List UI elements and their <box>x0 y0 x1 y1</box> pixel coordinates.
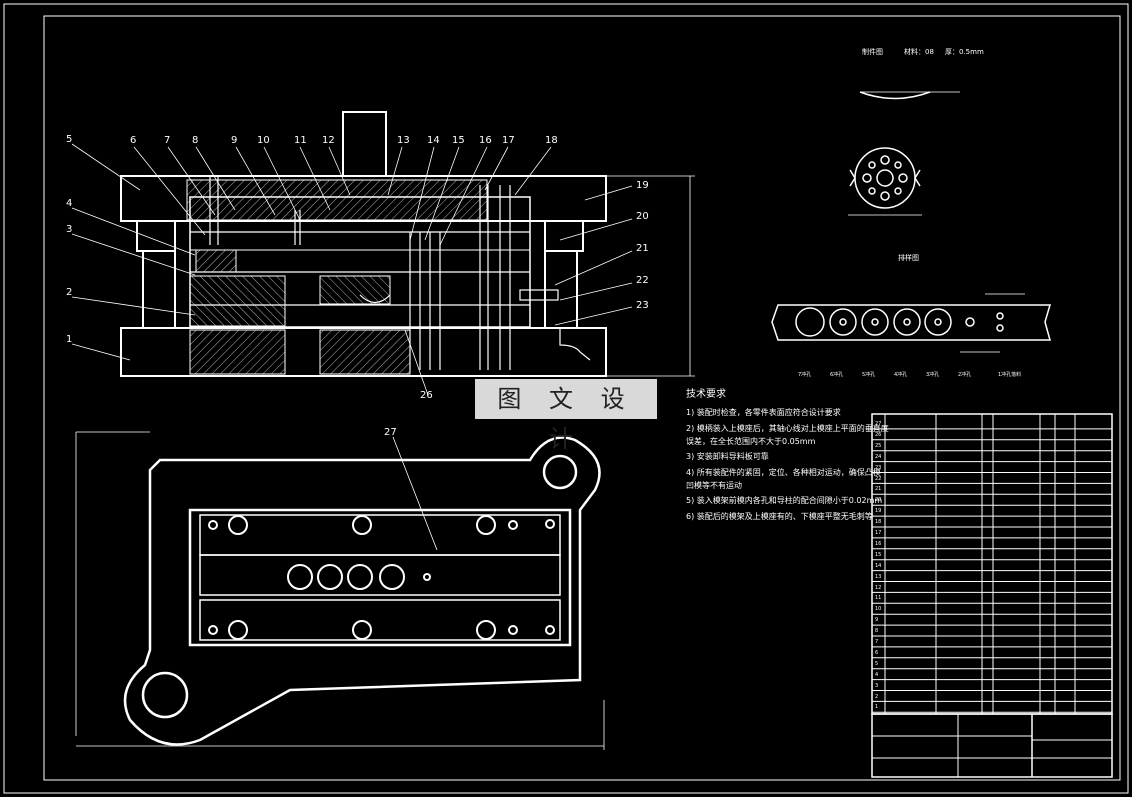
strip-station: 1冲孔落料 <box>998 372 1022 378</box>
callout-11: 11 <box>294 135 307 146</box>
bom-row-number: 21 <box>875 486 882 493</box>
bom-row-number: 3 <box>875 682 879 689</box>
strip-station: 2冲孔 <box>958 372 972 378</box>
bom-row-number: 2 <box>875 693 879 700</box>
bom-row-number: 23 <box>875 464 882 471</box>
bom-row-number: 8 <box>875 628 879 635</box>
bom-row-number: 26 <box>875 431 882 438</box>
strip-layout <box>771 293 1052 353</box>
bom-row-number: 19 <box>875 508 882 515</box>
callout-17: 17 <box>502 135 515 146</box>
bom-row-number: 7 <box>875 639 879 645</box>
bom-row-number: 22 <box>875 475 882 482</box>
callout-27: 27 <box>384 427 397 438</box>
callout-19: 19 <box>636 180 649 191</box>
callout-22: 22 <box>636 275 649 286</box>
bom-row-number: 9 <box>875 617 879 624</box>
bom-row-number: 20 <box>875 497 882 504</box>
bom-row-number: 13 <box>875 573 882 580</box>
callout-20: 20 <box>636 211 649 222</box>
height-dimension <box>606 175 695 377</box>
callout-15: 15 <box>452 135 465 146</box>
part-drawing <box>848 91 960 216</box>
callout-5: 5 <box>66 134 73 145</box>
tech-item: 4) 所有装配件的紧固，定位、各种相对运动，确保凸模 <box>686 468 881 477</box>
callout-4: 4 <box>66 198 73 209</box>
bom-row-number: 16 <box>875 540 882 547</box>
part-thickness: 厚：0.5mm <box>945 48 984 56</box>
callout-23: 23 <box>636 300 649 311</box>
bom-row-number: 18 <box>875 519 882 526</box>
drawing-frame <box>3 3 1129 794</box>
tech-item: 2) 模柄装入上模座后，其轴心线对上模座上平面的垂直度 <box>686 424 889 433</box>
strip-station: 4冲孔 <box>894 372 908 378</box>
leader-lines <box>71 143 633 551</box>
plan-dimensions <box>75 431 605 750</box>
callout-8: 8 <box>192 135 199 146</box>
bom-row-number: 6 <box>875 649 879 656</box>
callout-7: 7 <box>164 135 171 146</box>
plan-holes <box>208 515 555 640</box>
callout-3: 3 <box>66 224 73 235</box>
tech-item: 5) 装入模架前模内各孔和导柱的配合间隙小于0.02mm <box>686 496 883 505</box>
strip-station: 5冲孔 <box>862 372 876 378</box>
bom-row-number: 14 <box>875 562 882 569</box>
callout-26: 26 <box>420 390 433 401</box>
bom-row-number: 15 <box>875 551 882 558</box>
bom-row-number: 12 <box>875 584 882 591</box>
callout-9: 9 <box>231 135 238 146</box>
callout-10: 10 <box>257 135 270 146</box>
callout-2: 2 <box>66 287 73 298</box>
part-material: 材料：08 <box>904 48 934 56</box>
strip-station: 6冲孔 <box>830 372 844 378</box>
tech-requirements-title: 技术要求 <box>686 389 726 400</box>
tech-item: 误差，在全长范围内不大于0.05mm <box>686 437 816 446</box>
part-drawing-title: 制件图 <box>862 48 883 56</box>
callout-12: 12 <box>322 135 335 146</box>
strip-layout-title: 排样图 <box>898 254 919 262</box>
title-block <box>871 713 1113 778</box>
callout-6: 6 <box>130 135 137 146</box>
strip-station: 3冲孔 <box>926 372 940 378</box>
bom-row-number: 27 <box>875 421 882 427</box>
bom-row-number: 24 <box>875 453 882 460</box>
section-hatching <box>186 179 488 375</box>
bom-row-number: 11 <box>875 595 882 602</box>
tech-item: 3) 安装卸料导料板可靠 <box>686 452 769 461</box>
watermark: 图 文 设 计 <box>475 379 657 453</box>
callout-13: 13 <box>397 135 410 146</box>
punches <box>209 176 591 370</box>
bom-row-number: 5 <box>875 660 879 667</box>
bill-of-materials-table <box>871 413 1113 715</box>
callout-21: 21 <box>636 243 649 254</box>
bom-row-number: 1 <box>875 704 879 711</box>
callout-16: 16 <box>479 135 492 146</box>
bom-row-number: 10 <box>875 606 882 613</box>
plan-view <box>123 436 601 746</box>
bom-row-number: 25 <box>875 442 882 449</box>
bom-row-number: 17 <box>875 530 882 536</box>
tech-item: 6) 装配后的模架及上模座有的、下模座平整无毛刺等 <box>686 512 873 521</box>
tech-item: 凹模等不有运动 <box>686 481 742 490</box>
callout-1: 1 <box>66 334 73 345</box>
bom-row-number: 4 <box>875 671 879 678</box>
strip-station: 7冲孔 <box>798 372 812 378</box>
callout-18: 18 <box>545 135 558 146</box>
tech-item: 1) 装配时检查，各零件表面应符合设计要求 <box>686 408 841 417</box>
callout-14: 14 <box>427 135 440 146</box>
